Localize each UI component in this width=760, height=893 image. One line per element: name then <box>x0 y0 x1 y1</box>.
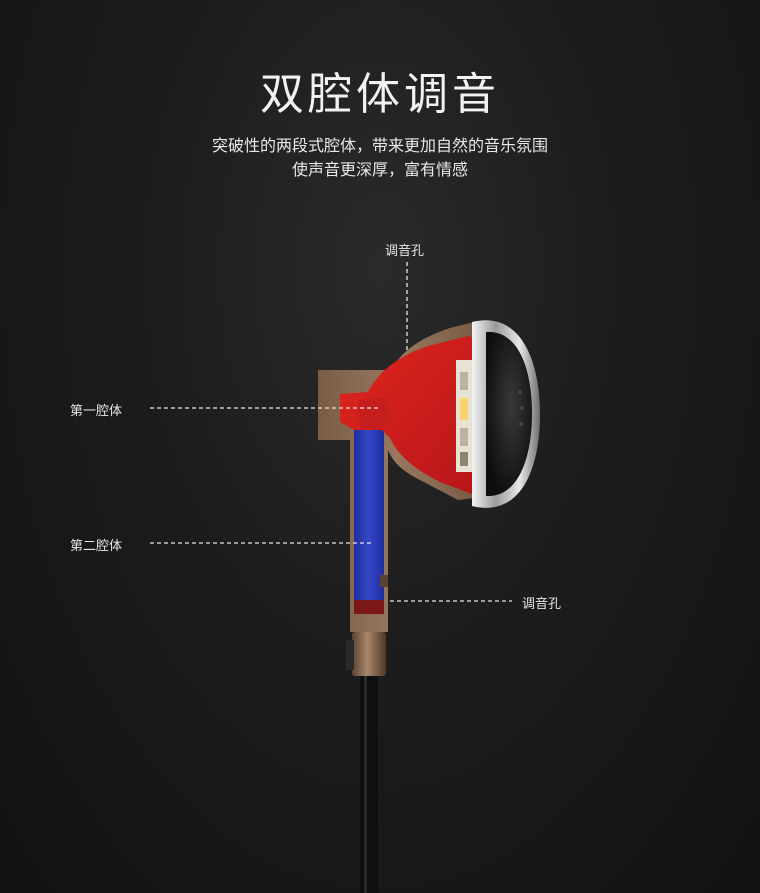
earphone-cable <box>360 672 378 893</box>
label-first-cavity: 第一腔体 <box>70 404 123 419</box>
second-cavity <box>354 428 384 614</box>
label-second-cavity: 第二腔体 <box>70 539 123 554</box>
subtitle-line-1: 突破性的两段式腔体，带来更加自然的音乐氛围 <box>211 136 548 155</box>
first-cavity <box>340 336 472 494</box>
label-tuning-hole-bottom: 调音孔 <box>522 597 562 612</box>
driver-cap <box>472 320 540 508</box>
subtitle-line-2: 使声音更深厚，富有情感 <box>291 160 468 179</box>
page-title: 双腔体调音 <box>260 69 500 120</box>
strain-relief <box>346 632 386 676</box>
driver-internals <box>456 360 472 472</box>
page-subtitle: 突破性的两段式腔体，带来更加自然的音乐氛围 使声音更深厚，富有情感 <box>0 134 760 182</box>
label-tuning-hole-top: 调音孔 <box>385 244 425 259</box>
